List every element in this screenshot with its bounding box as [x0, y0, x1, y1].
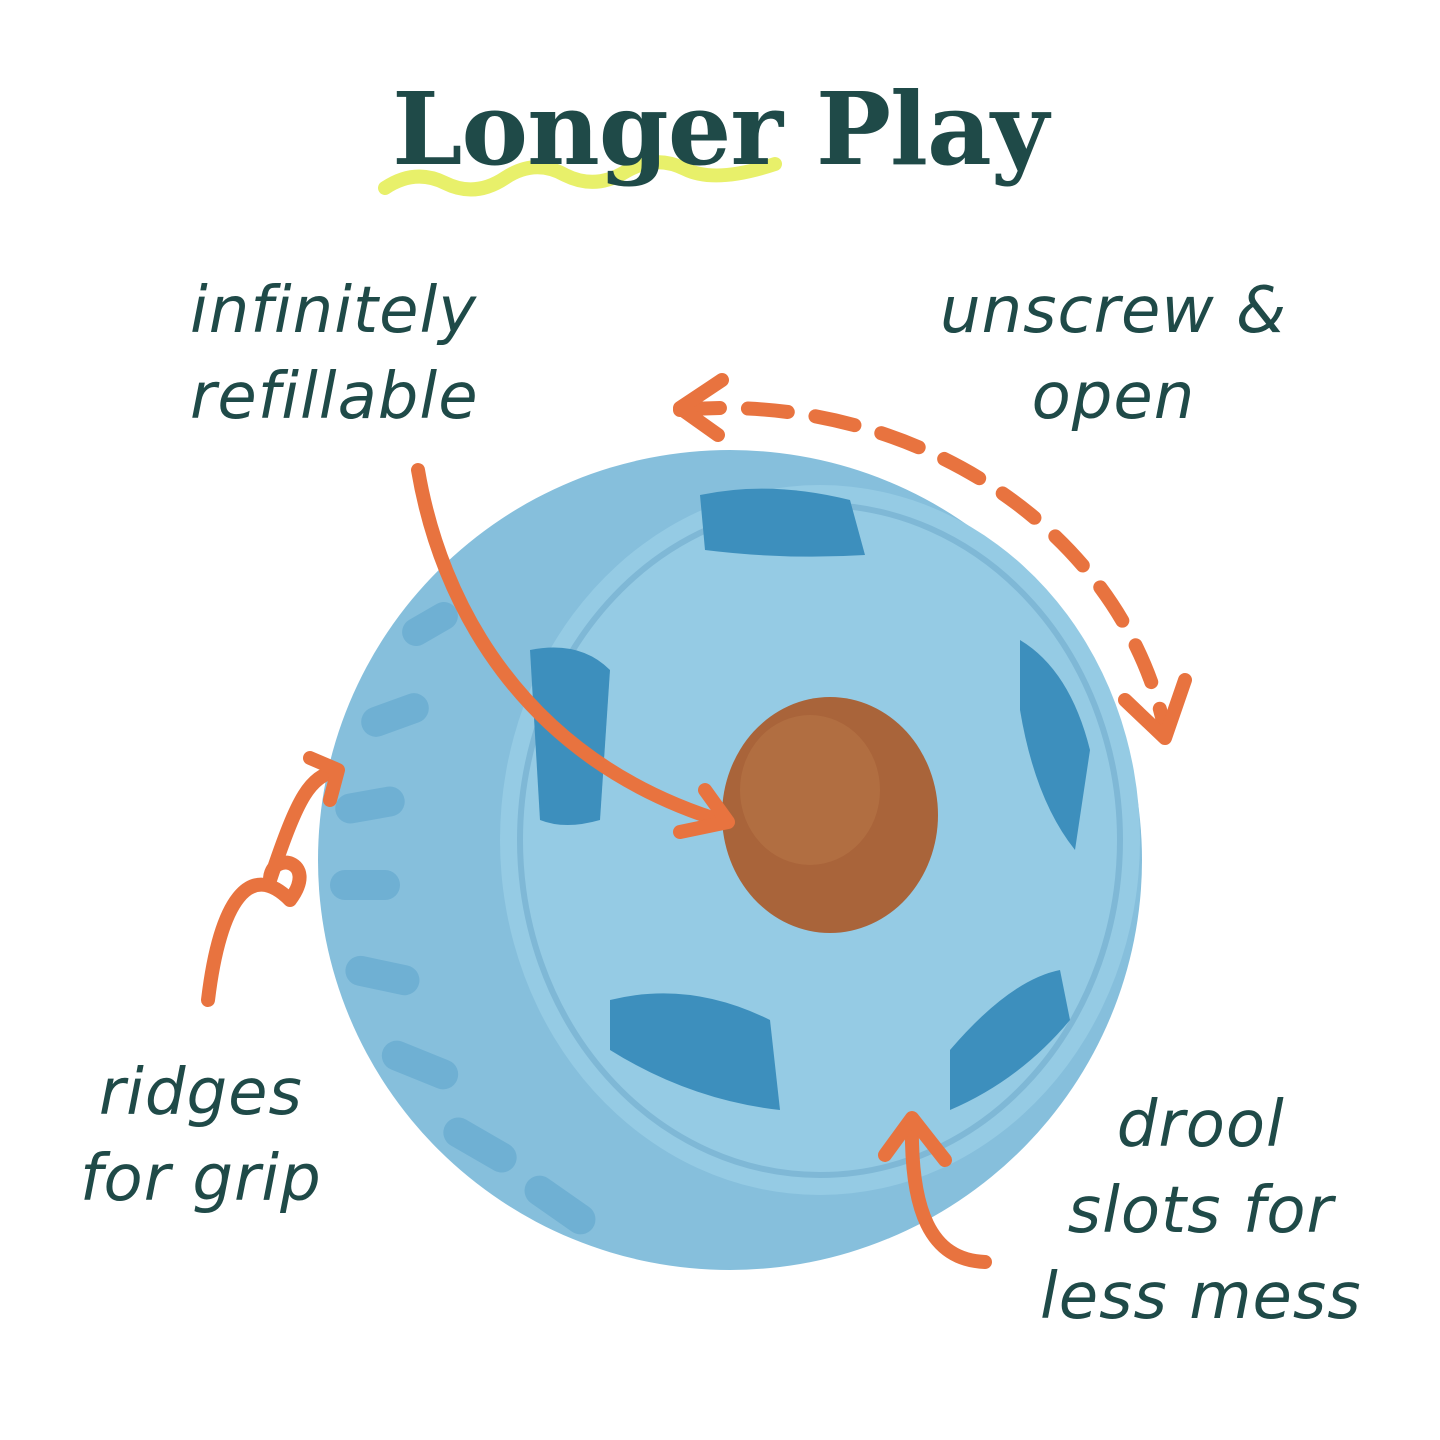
arrow-drool-head [878, 1111, 952, 1167]
arrow-refillable [411, 463, 732, 829]
arrow-ridges [201, 763, 342, 1007]
toy-ball [318, 450, 1142, 1270]
label-line: ridges [98, 1056, 303, 1130]
label-line: drool [1116, 1088, 1285, 1162]
label-line: less mess [1040, 1260, 1362, 1334]
label-line: refillable [190, 360, 479, 434]
label-line: open [1031, 360, 1196, 434]
title-underline [378, 155, 782, 197]
arrow-refillable-head [673, 783, 735, 839]
label-ridges: ridges for grip [80, 1050, 322, 1222]
arrow-unscrew-head-right [1118, 673, 1192, 745]
arrow-drool [904, 1113, 992, 1269]
label-drool: drool slots for less mess [1040, 1082, 1362, 1340]
label-unscrew: unscrew & open [940, 268, 1287, 440]
label-line: infinitely [190, 274, 478, 348]
arrow-ridges-head [303, 751, 345, 807]
label-line: unscrew & [940, 274, 1287, 348]
label-refillable: infinitely refillable [190, 268, 479, 440]
page-title: Longer Play [392, 70, 1049, 188]
arrow-unscrew [673, 400, 1172, 737]
label-line: for grip [80, 1142, 322, 1216]
arrow-unscrew-head-left [673, 373, 729, 442]
label-line: slots for [1067, 1174, 1334, 1248]
